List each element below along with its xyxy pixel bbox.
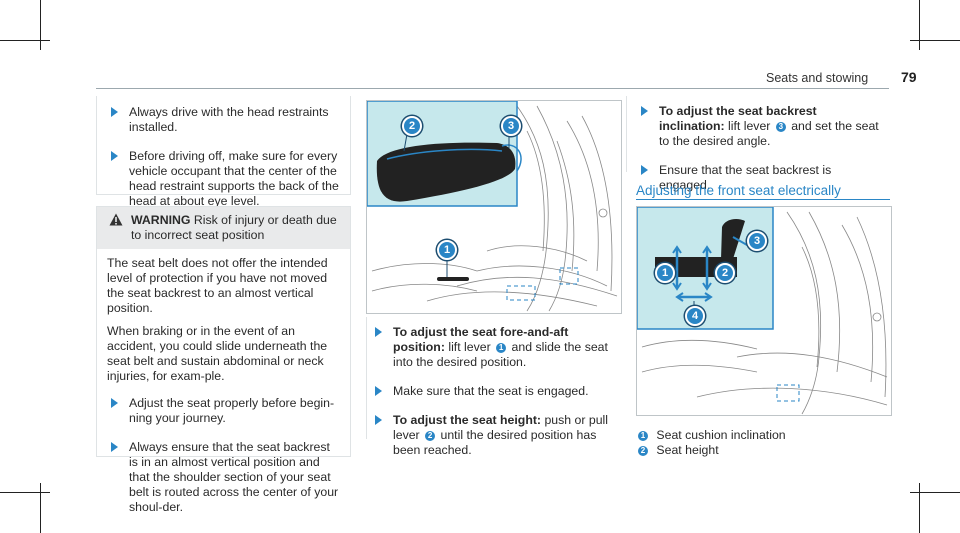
callout-number: 3 xyxy=(775,122,786,132)
step-item: To adjust the seat backrest inclination:… xyxy=(637,104,885,149)
step-text: Always drive with the head restraints in… xyxy=(129,105,329,134)
legend-item: 1 Seat cushion inclination xyxy=(636,428,786,442)
arrow-icon xyxy=(111,151,118,161)
crop-mark xyxy=(40,0,41,50)
crop-mark xyxy=(0,40,50,41)
arrow-icon xyxy=(111,107,118,117)
callout-badge: 4 xyxy=(685,306,705,326)
callout-number: 2 xyxy=(425,431,436,441)
callout-badge: 1 xyxy=(655,263,675,283)
step-item: Make sure that the seat is engaged. xyxy=(371,384,615,399)
legend-label: Seat height xyxy=(656,443,719,457)
crop-mark xyxy=(0,492,50,493)
warning-title: Risk of injury or death due to incorrect… xyxy=(131,213,337,242)
instruction-box: Always drive with the head restraints in… xyxy=(96,96,351,208)
arrow-icon xyxy=(375,327,382,337)
callout-badge: 3 xyxy=(747,231,767,251)
arrow-icon xyxy=(641,106,648,116)
step-heading: To adjust the seat fore-and-aft position… xyxy=(393,325,569,354)
arrow-icon xyxy=(641,165,648,175)
step-text: Adjust the seat properly before begin-ni… xyxy=(129,396,335,425)
arrow-icon xyxy=(375,386,382,396)
legend-label: Seat cushion inclination xyxy=(656,428,786,442)
crop-mark xyxy=(919,483,920,533)
page-number: 79 xyxy=(901,69,917,85)
section-rule xyxy=(636,199,890,200)
step-text: lift lever xyxy=(724,119,774,133)
step-item: To adjust the seat fore-and-aft position… xyxy=(371,325,615,370)
warning-body: When braking or in the event of an accid… xyxy=(107,324,328,383)
warning-header: WARNING Risk of injury or death due to i… xyxy=(97,207,350,249)
warning-box: WARNING Risk of injury or death due to i… xyxy=(96,206,351,514)
callout-number: 1 xyxy=(496,343,507,353)
arrow-icon xyxy=(111,442,118,452)
step-item: Before driving off, make sure for every … xyxy=(107,149,340,209)
callout-badge: 3 xyxy=(501,116,521,136)
step-text: until the desired position has been reac… xyxy=(393,428,597,457)
instruction-box: To adjust the seat backrest inclination:… xyxy=(626,96,891,192)
callout-badge: 2 xyxy=(715,263,735,283)
step-item: Always ensure that the seat backrest is … xyxy=(107,440,340,515)
step-item: Ensure that the seat backrest is engaged… xyxy=(637,163,885,193)
callout-badge: 2 xyxy=(402,116,422,136)
step-text: lift lever xyxy=(444,340,495,354)
warning-label: WARNING xyxy=(131,213,191,227)
seat-drawing xyxy=(367,101,618,312)
step-text: and slide the seat into the desired posi… xyxy=(393,340,608,369)
crop-mark xyxy=(40,483,41,533)
seat-drawing xyxy=(637,207,888,415)
seat-illustration-electric: 1 2 3 4 xyxy=(636,206,892,416)
callout-badge: 1 xyxy=(437,240,457,260)
step-item: Always drive with the head restraints in… xyxy=(107,105,340,135)
step-text: and set the seat to the desired angle. xyxy=(659,119,879,148)
step-item: Adjust the seat properly before begin-ni… xyxy=(107,396,340,426)
seat-illustration-manual: 2 3 1 xyxy=(366,100,622,314)
callout-number: 1 xyxy=(638,431,648,441)
arrow-icon xyxy=(111,398,118,408)
header-rule xyxy=(96,88,889,89)
legend-item: 2 Seat height xyxy=(636,443,719,457)
step-text: Before driving off, make sure for every … xyxy=(129,149,339,208)
step-text: Ensure that the seat backrest is engaged… xyxy=(659,163,832,192)
crop-mark xyxy=(910,40,960,41)
step-item: To adjust the seat height: push or pull … xyxy=(371,413,615,458)
crop-mark xyxy=(910,492,960,493)
step-text: Always ensure that the seat backrest is … xyxy=(129,440,339,514)
warning-icon xyxy=(109,213,123,226)
instruction-box: To adjust the seat fore-and-aft position… xyxy=(366,317,621,457)
step-heading: To adjust the seat height: xyxy=(393,413,542,427)
running-header: Seats and stowing xyxy=(766,71,869,85)
step-heading: To adjust the seat backrest inclination: xyxy=(659,104,817,133)
callout-number: 2 xyxy=(638,446,648,456)
step-text: push or pull lever xyxy=(393,413,609,442)
step-text: Make sure that the seat is engaged. xyxy=(393,384,589,398)
warning-body: The seat belt does not offer the intende… xyxy=(107,256,328,315)
arrow-icon xyxy=(375,415,382,425)
crop-mark xyxy=(919,0,920,50)
section-title: Adjusting the front seat electrically xyxy=(636,183,841,198)
